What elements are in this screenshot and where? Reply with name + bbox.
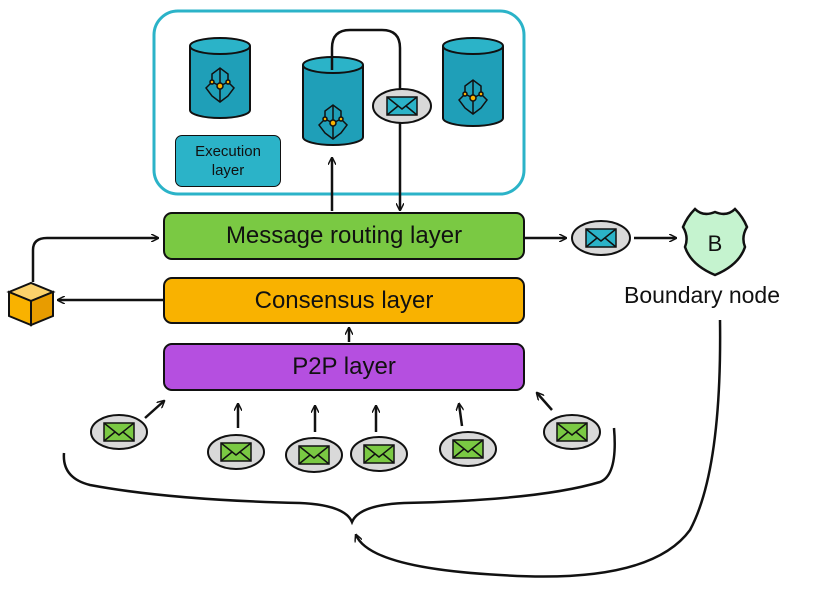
execution-frame	[152, 9, 526, 196]
canister-icon	[189, 37, 251, 119]
envelope-up-arrow	[459, 404, 462, 427]
execution-label-line2: layer	[211, 162, 245, 179]
canister-icon	[302, 56, 364, 146]
consensus-label: Consensus layer	[254, 286, 434, 314]
envelope-group-brace	[62, 427, 616, 526]
block-to-routing-arrow	[31, 238, 158, 282]
p2p-label: P2P layer	[292, 353, 396, 380]
envelope-icon	[90, 414, 148, 450]
envelope-up-arrow	[144, 401, 164, 419]
boundary-badge-letter: B	[708, 231, 723, 256]
canister-icon	[442, 37, 504, 127]
boundary-return-arrow	[356, 319, 722, 578]
envelope-icon	[543, 414, 601, 450]
execution-label-line1: Execution	[195, 143, 261, 160]
boundary-shield-icon: B	[681, 207, 749, 277]
envelope-icon	[207, 434, 265, 470]
p2p-layer: P2P layer	[163, 343, 525, 391]
envelope-icon	[350, 436, 408, 472]
execution-layer-label: Execution layer	[175, 135, 281, 187]
block-cube-icon	[6, 281, 56, 327]
envelope-icon	[285, 437, 343, 473]
boundary-node-label: Boundary node	[624, 282, 781, 308]
canister-to-routing-arrow	[330, 28, 400, 210]
envelope-icon	[571, 220, 631, 256]
envelope-icon	[372, 88, 432, 124]
message-routing-label: Message routing layer	[225, 222, 463, 249]
consensus-layer: Consensus layer	[163, 277, 525, 324]
message-routing-layer: Message routing layer	[163, 212, 525, 260]
envelope-up-arrow	[537, 393, 553, 411]
envelope-icon	[439, 431, 497, 467]
